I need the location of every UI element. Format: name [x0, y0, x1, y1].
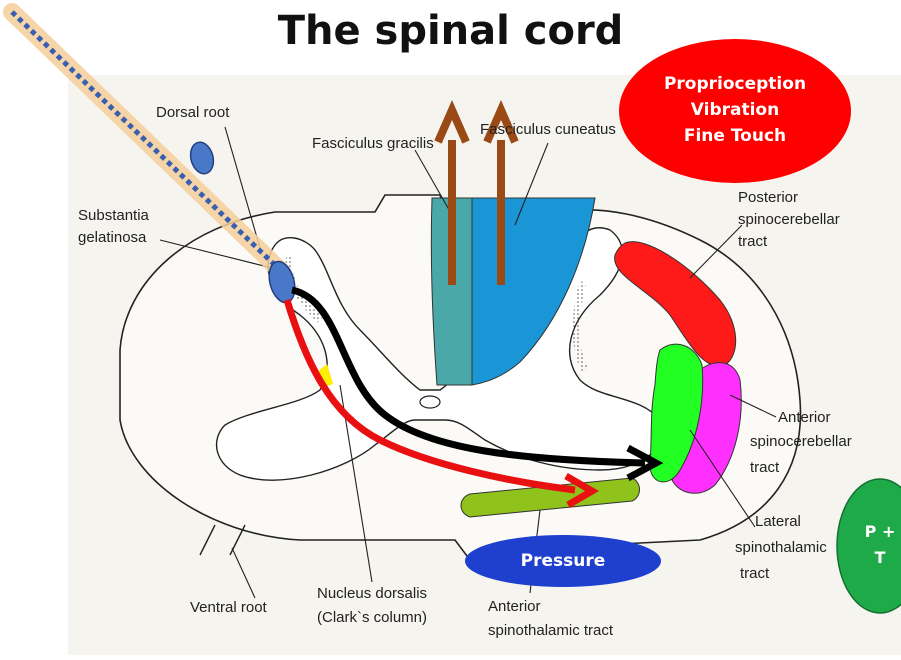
label-ventral-root: Ventral root: [190, 598, 267, 617]
label-lateral-3: tract: [740, 564, 769, 583]
label-anterior-sc-3: tract: [750, 458, 779, 477]
label-nucleus-1: Nucleus dorsalis: [317, 584, 427, 603]
callout-proprio-2: Vibration: [640, 97, 830, 123]
label-anterior-st-1: Anterior: [488, 597, 541, 616]
label-anterior-sc-1: Anterior: [778, 408, 831, 427]
label-fasciculus-cuneatus: Fasciculus cuneatus: [480, 120, 616, 139]
callout-pressure: Pressure: [470, 548, 656, 574]
label-substantia-1: Substantia: [78, 206, 149, 225]
label-anterior-st-2: spinothalamic tract: [488, 621, 613, 640]
label-lateral-2: spinothalamic: [735, 538, 827, 557]
label-anterior-sc-2: spinocerebellar: [750, 432, 852, 451]
callout-proprio-1: Proprioception: [640, 71, 830, 97]
callout-pt-2: T: [840, 545, 901, 571]
label-substantia-2: gelatinosa: [78, 228, 146, 247]
label-posterior-1: Posterior: [738, 188, 798, 207]
page-title: The spinal cord: [0, 8, 901, 54]
callout-pt-1: P +: [840, 519, 901, 545]
label-dorsal-root: Dorsal root: [156, 103, 229, 122]
label-lateral-1: Lateral: [755, 512, 801, 531]
label-posterior-2: spinocerebellar: [738, 210, 840, 229]
label-posterior-3: tract: [738, 232, 767, 251]
callout-proprio-3: Fine Touch: [640, 123, 830, 149]
callout-pain-temperature: P + T: [840, 519, 901, 571]
callout-proprioception: Proprioception Vibration Fine Touch: [640, 71, 830, 149]
label-fasciculus-gracilis: Fasciculus gracilis: [312, 134, 434, 153]
central-canal: [420, 396, 440, 408]
label-nucleus-2: (Clark`s column): [317, 608, 427, 627]
